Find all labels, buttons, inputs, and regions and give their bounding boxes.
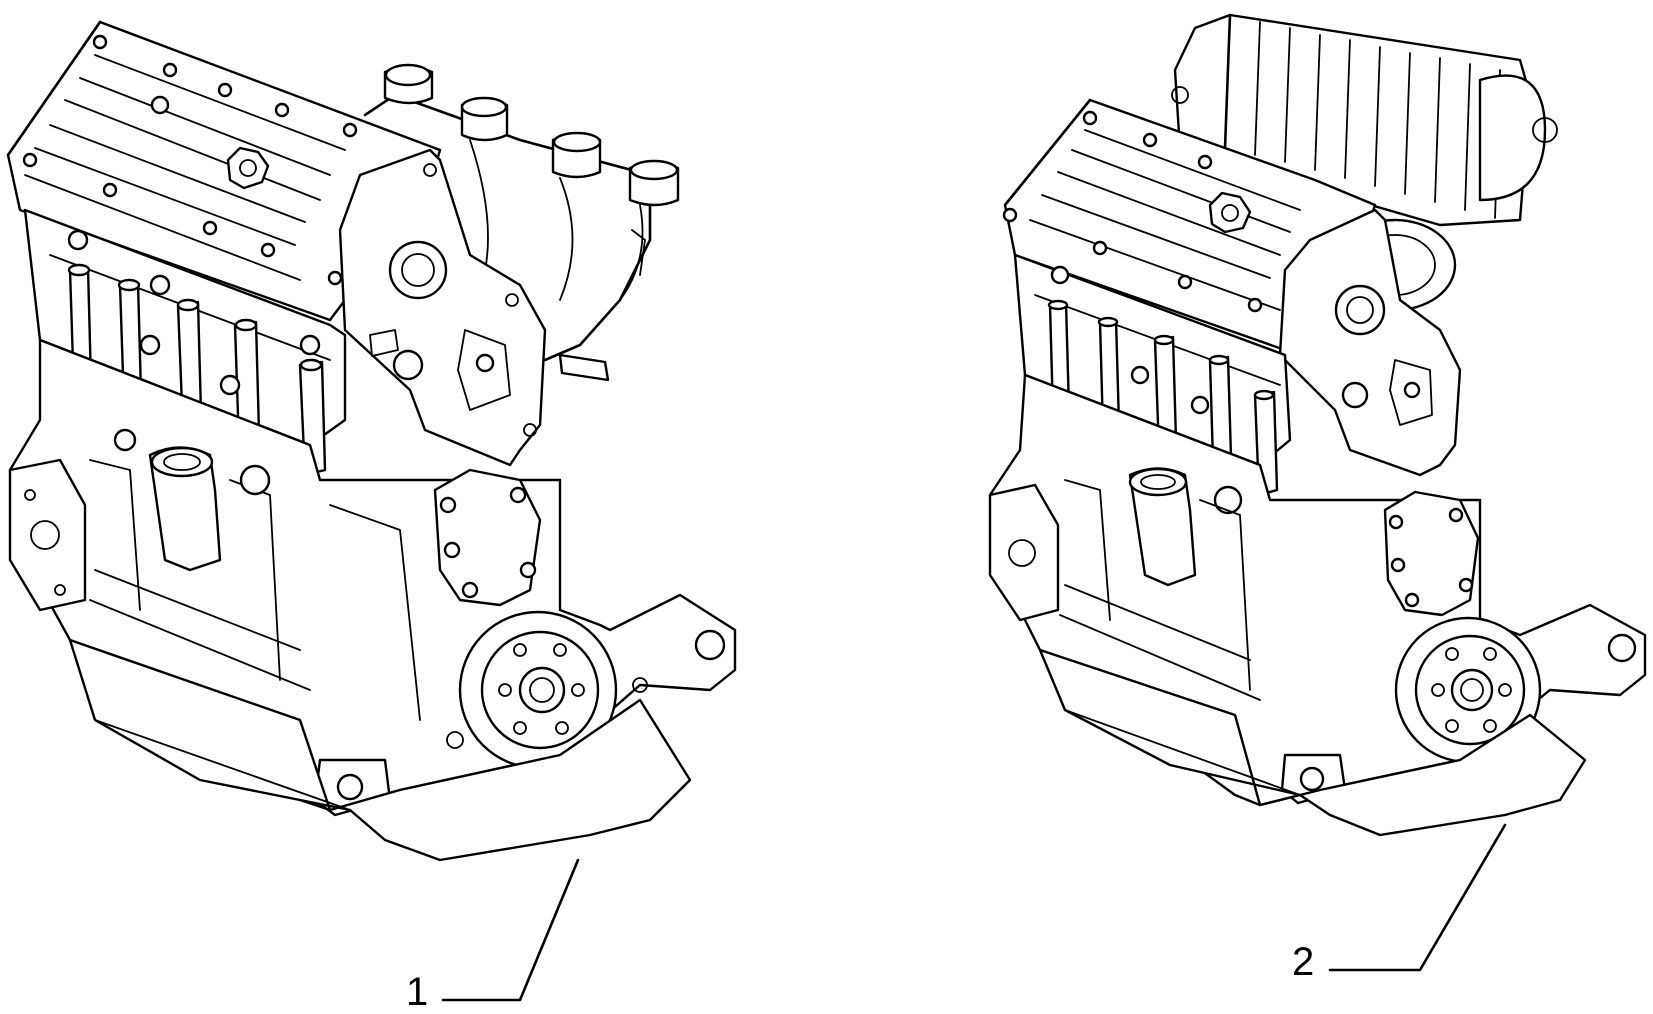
engine-1-drawing [6,20,737,862]
callout-1-leader [441,858,580,1002]
engine-2-timing-plate [1278,208,1462,477]
engine-1-timing-plate [338,148,547,467]
callout-2-leader [1328,823,1507,972]
callout-1-label: 1 [406,970,429,1014]
engine-2-drawing [988,13,1647,837]
engine-2-valve-cover [1002,98,1377,352]
engine-2-oil-sump [1038,648,1587,837]
engine-1-oil-sump [68,638,692,862]
engine-1-valve-cover [6,20,442,322]
callout-2-label: 2 [1292,940,1315,984]
